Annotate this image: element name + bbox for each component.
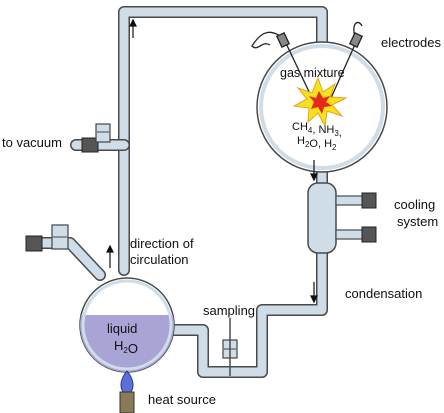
label-system: system [397, 214, 438, 229]
label-gas-mixture: gas mixture [280, 66, 345, 80]
condenser [307, 182, 377, 254]
label-heat-source: heat source [148, 392, 216, 407]
electrodes-wires [251, 21, 364, 99]
circulation-arrows [106, 18, 318, 304]
label-condensation: condensation [345, 286, 422, 301]
label-cooling: cooling [394, 197, 435, 212]
sampling-stopcock [222, 318, 238, 376]
label-circulation: circulation [130, 252, 189, 267]
gases-line-1: CH4, NH3, [292, 121, 342, 139]
label-electrodes: electrodes [381, 35, 441, 50]
heat-source [119, 370, 135, 413]
side-stopcock [25, 224, 69, 252]
flame-icon [120, 370, 134, 395]
label-direction-of: direction of [130, 236, 194, 251]
label-liquid: liquid [107, 321, 137, 336]
label-sampling: sampling [203, 303, 255, 318]
label-water: H2O [114, 338, 138, 356]
vacuum-stopcock [81, 123, 111, 153]
label-to-vacuum: to vacuum [2, 135, 62, 150]
gases-line-2: H2O, H2 [297, 135, 337, 152]
spark-icon [292, 76, 348, 128]
